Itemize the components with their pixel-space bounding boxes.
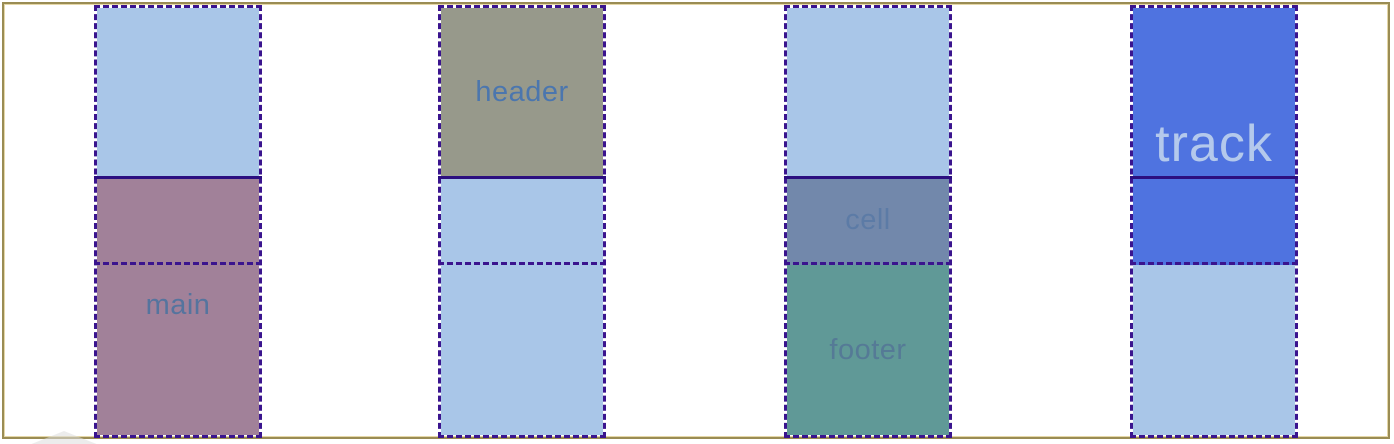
region-header: header (441, 8, 603, 176)
region-track: track (1133, 8, 1295, 265)
grid-column-4: track (1130, 5, 1298, 438)
grid-line-solid (1130, 176, 1298, 179)
page-border-frame (2, 2, 1390, 439)
grid-column-3: cell footer (784, 5, 952, 438)
grid-line-dashed (784, 262, 952, 265)
region-header-label: header (475, 75, 569, 108)
grid-column-1: main (94, 5, 262, 438)
region-track-label: track (1155, 114, 1273, 173)
region-main: main (97, 176, 259, 435)
region-footer-label: footer (829, 333, 907, 366)
grid-column-2: header (438, 5, 606, 438)
region-footer: footer (787, 265, 949, 435)
grid-line-dashed (1130, 262, 1298, 265)
region-cell: cell (787, 176, 949, 265)
grid-line-dashed (94, 262, 262, 265)
grid-line-dashed (438, 262, 606, 265)
region-main-label: main (145, 289, 211, 321)
region-cell-label: cell (845, 204, 891, 236)
grid-line-solid (94, 176, 262, 179)
grid-line-solid (784, 176, 952, 179)
watermark-triangle (24, 431, 104, 444)
grid-line-solid (438, 176, 606, 179)
